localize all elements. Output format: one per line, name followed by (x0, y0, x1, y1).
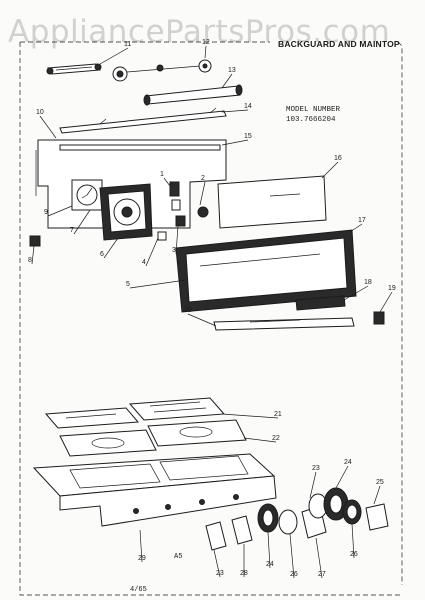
callout-number: 8 (28, 257, 32, 264)
callout-number: 2 (201, 175, 205, 182)
callout-number: 21 (274, 411, 282, 418)
callout-leader-line (73, 209, 91, 235)
callout-number: 18 (364, 279, 372, 286)
callout-leader-line (163, 177, 171, 187)
callout-number: 24 (344, 459, 352, 466)
callout-number: 27 (318, 571, 326, 578)
border-frame (19, 41, 403, 596)
callout-leader-line (39, 115, 57, 139)
control-knobs-part (205, 487, 389, 551)
light-socket-part (112, 59, 212, 82)
callout-leader-line (289, 533, 295, 579)
trim-strip-part (213, 317, 355, 331)
switch-parts (157, 181, 186, 241)
end-cap-part (373, 311, 385, 325)
callout-leader-line (199, 181, 206, 206)
clip-part (29, 235, 41, 247)
callout-number: 24 (266, 561, 274, 568)
glass-panel-part (217, 175, 327, 229)
callout-number: 6 (100, 251, 104, 258)
callout-number: 28 (240, 570, 248, 577)
callout-leader-line (379, 291, 393, 313)
callout-number: 17 (358, 217, 366, 224)
callout-number: 29 (138, 555, 146, 562)
nameplate-part (295, 295, 346, 311)
callout-number: 14 (244, 103, 252, 110)
callout-leader-line (145, 237, 159, 267)
callout-leader-line (139, 529, 143, 563)
callout-leader-line (309, 471, 317, 499)
callout-number: 12 (202, 39, 210, 46)
callout-number: 20 (184, 307, 192, 314)
callout-number: 25 (376, 479, 384, 486)
callout-leader-line (187, 313, 217, 327)
callout-leader-line (267, 531, 271, 569)
callout-number: 19 (388, 285, 396, 292)
model-number-value: 103.7666204 (286, 116, 336, 124)
callout-leader-line (175, 225, 179, 255)
timer-bezel-part (99, 183, 153, 241)
callout-leader-line (321, 161, 339, 179)
small-knob-part (197, 206, 209, 218)
callout-leader-line (103, 237, 119, 259)
callout-leader-line (204, 45, 207, 59)
callout-number: 11 (124, 41, 131, 48)
callout-number: 13 (228, 67, 236, 74)
trim-frame-part (175, 229, 357, 313)
channel-strip-part (59, 107, 227, 134)
callout-leader-line (221, 413, 279, 419)
callout-leader-line (351, 523, 355, 559)
callout-leader-line (315, 537, 323, 579)
callout-number: 1 (160, 171, 164, 178)
callout-leader-line (221, 73, 233, 89)
callout-leader-line (213, 549, 221, 578)
callout-leader-line (99, 47, 129, 65)
wiring-harness-part (46, 63, 102, 75)
footnote-date: 4/65 (130, 586, 147, 594)
callout-number: 26 (350, 551, 358, 558)
drip-pan-part (59, 419, 247, 457)
callout-leader-line (335, 465, 349, 489)
callout-number: 23 (216, 570, 224, 577)
callout-number: 7 (70, 227, 74, 234)
callout-leader-line (343, 285, 369, 301)
callout-number: 3 (172, 247, 176, 254)
callout-number: 16 (334, 155, 342, 162)
footnote-code: A5 (174, 553, 183, 561)
callout-number: 23 (312, 465, 320, 472)
callout-number: 10 (36, 109, 44, 116)
callout-leader-line (129, 279, 187, 289)
clock-part (71, 179, 103, 211)
callout-number: 15 (244, 133, 252, 140)
callout-leader-line (349, 223, 363, 233)
callout-number: 22 (272, 435, 280, 442)
fluorescent-tube-part (143, 84, 243, 106)
callout-number: 4 (142, 259, 146, 266)
diagram-title: BACKGUARD AND MAINTOP (278, 39, 400, 49)
callout-number: 5 (126, 281, 130, 288)
callout-number: 26 (290, 571, 298, 578)
callout-number: 9 (44, 209, 48, 216)
callout-leader-line (47, 205, 73, 217)
model-number-label: MODEL NUMBER (286, 106, 341, 114)
callout-leader-line (243, 437, 277, 443)
callout-leader-line (221, 139, 249, 146)
callout-leader-line (221, 109, 249, 113)
callout-leader-line (31, 245, 35, 265)
maintop-part (32, 453, 277, 527)
callout-leader-line (373, 485, 381, 505)
